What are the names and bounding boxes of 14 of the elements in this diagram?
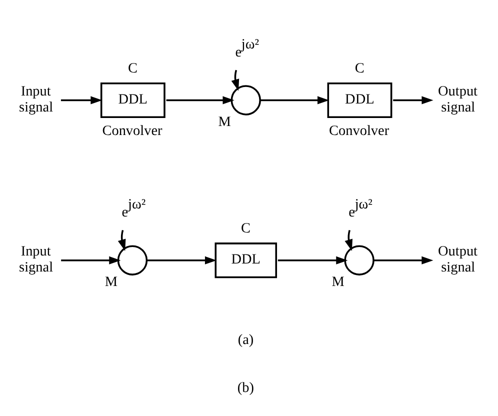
node-text: Input signal xyxy=(19,243,54,276)
node-label: Convolver xyxy=(329,122,390,138)
node-label: M xyxy=(104,273,118,290)
node-label: C xyxy=(240,220,250,236)
node-label: C xyxy=(354,60,364,76)
node-text: Output signal xyxy=(438,83,478,116)
node-text: Input signal xyxy=(19,83,54,116)
node-label: Convolver xyxy=(102,122,162,138)
node-label: M xyxy=(332,273,344,290)
node-label: M xyxy=(218,113,231,130)
node-text: Output signal xyxy=(438,243,478,276)
label: (b) xyxy=(237,379,254,396)
node-label: C xyxy=(128,60,138,76)
label: (a) xyxy=(238,331,254,348)
